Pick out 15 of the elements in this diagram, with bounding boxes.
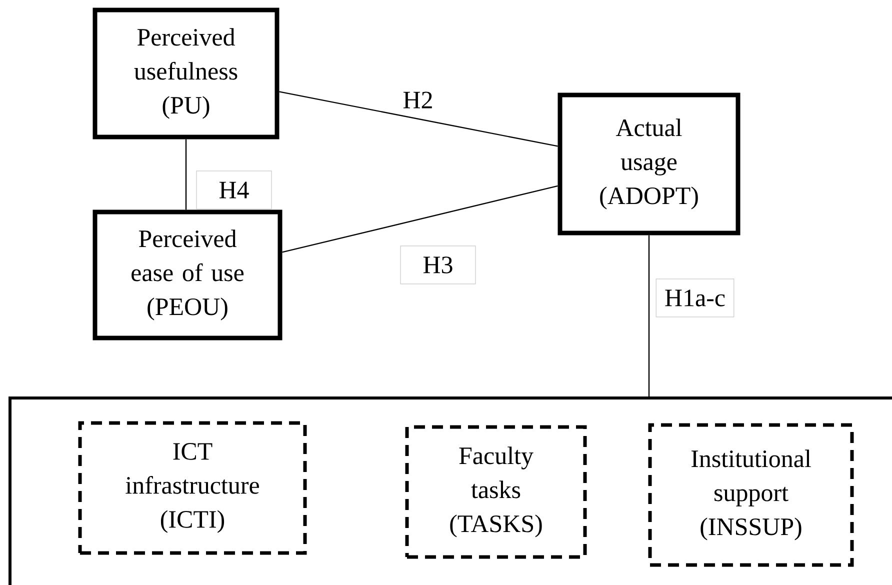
construct-box: Perceived ease of use (PEOU) bbox=[92, 210, 282, 340]
construct-box: Actual usage (ADOPT) bbox=[558, 92, 740, 236]
connector-line bbox=[282, 185, 558, 253]
dashed-box: ICT infrastructure (ICTI) bbox=[78, 421, 307, 555]
connector-line bbox=[648, 235, 650, 398]
dashed-box: Faculty tasks (TASKS) bbox=[405, 425, 587, 559]
edge-label: H2 bbox=[402, 90, 434, 110]
edge-label: H4 bbox=[196, 170, 272, 210]
connector-line bbox=[279, 91, 558, 147]
context-frame bbox=[8, 396, 892, 585]
dashed-box: Institutional support (INSSUP) bbox=[648, 423, 854, 567]
connector-line bbox=[185, 139, 187, 210]
edge-label: H1a-c bbox=[656, 278, 734, 318]
construct-box: Perceived usefulness (PU) bbox=[92, 8, 280, 140]
edge-label: H3 bbox=[400, 246, 476, 284]
